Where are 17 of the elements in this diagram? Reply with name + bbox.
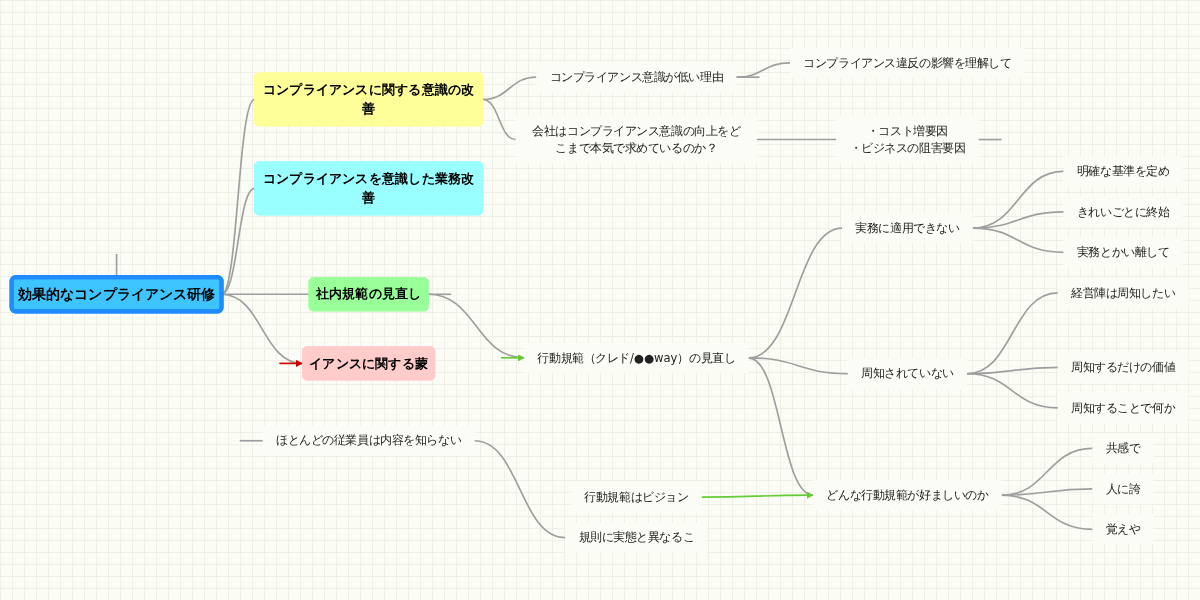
connector <box>966 372 1059 409</box>
connector <box>735 61 791 78</box>
arrow <box>278 359 303 367</box>
connector <box>238 439 264 442</box>
connector <box>756 138 838 141</box>
connector <box>977 138 1003 141</box>
connector <box>1000 494 1094 530</box>
node-box: 経営陣は周知したい <box>1057 277 1189 308</box>
arrow <box>500 353 525 362</box>
connector <box>735 76 761 78</box>
connector <box>473 439 567 539</box>
node-box: 周知するだけの価値 <box>1057 351 1189 383</box>
connector <box>481 76 538 100</box>
connector <box>427 293 453 295</box>
arrow <box>700 491 814 499</box>
connector <box>481 98 517 141</box>
connector <box>971 226 1065 253</box>
